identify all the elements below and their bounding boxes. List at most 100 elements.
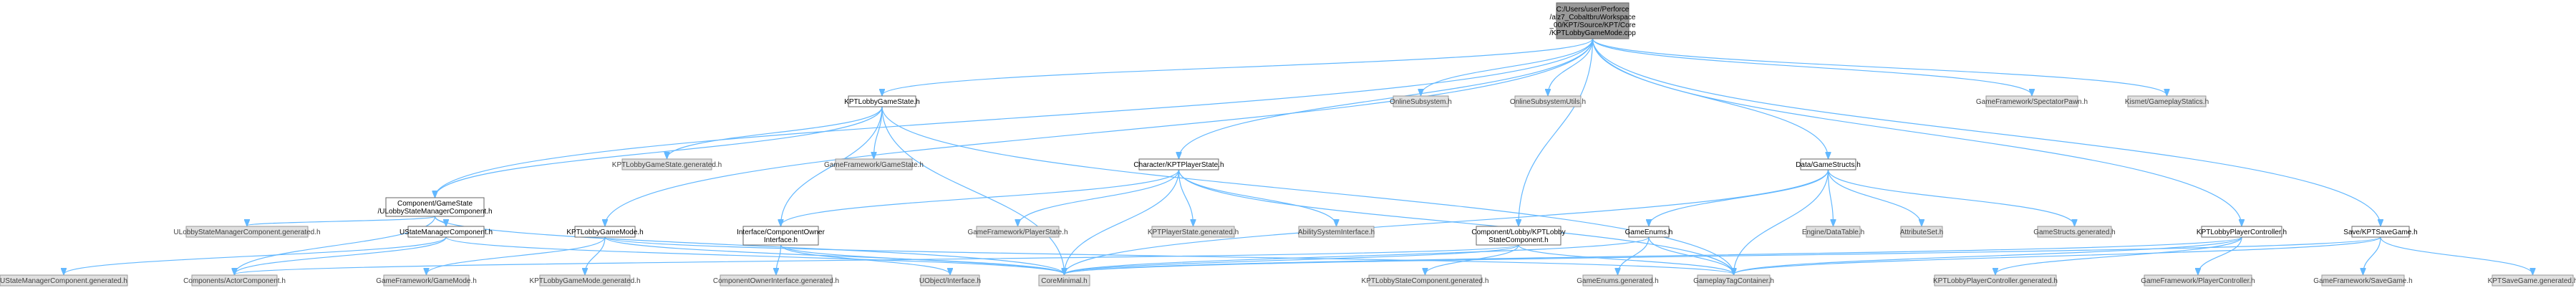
node-box <box>1393 95 1449 107</box>
node-saveGameH: GameFramework/SaveGame.h <box>2313 274 2413 287</box>
edge-saveGame-to-gameplayTagContainer <box>1734 236 2381 274</box>
edge-gameStructs-to-dataTable <box>1827 169 1834 226</box>
node-box <box>385 197 485 217</box>
node-coreMinimal: CoreMinimal.h <box>1038 274 1090 287</box>
node-label: KPTLobbyGameMode.generated.h <box>529 277 640 285</box>
node-label: GameplayTagContainer.h <box>1693 277 1774 285</box>
node-label: C:/Users/user/Perforce <box>1556 6 1630 14</box>
node-box <box>1800 158 1856 170</box>
edge-gameStructs-to-attributeSet <box>1827 169 1922 226</box>
edge-lobbyPlayerCtrl-to-playerControllerH <box>2198 236 2242 274</box>
node-saveGame[interactable]: Save/KPTSaveGame.h <box>2343 226 2418 238</box>
node-box <box>2201 226 2282 238</box>
node-lobbyGameState[interactable]: KPTLobbyGameState.h <box>844 95 920 107</box>
node-box <box>0 274 128 287</box>
node-root[interactable]: C:/Users/user/Perforce/alz7_CobaltbruWor… <box>1549 2 1636 39</box>
node-spectatorPawn: GameFramework/SpectatorPawn.h <box>1976 95 2088 107</box>
node-label: Components/ActorComponent.h <box>183 277 286 285</box>
node-label: GameStructs.generated.h <box>2033 229 2116 236</box>
node-dataTable: Engine/DataTable.h <box>1802 226 1864 238</box>
edge-uStateManager-to-coreMinimal <box>445 236 1065 274</box>
node-label: CoreMinimal.h <box>1041 277 1087 285</box>
node-lobbyPlayerCtrl[interactable]: KPTLobbyPlayerController.h <box>2197 226 2287 238</box>
node-lobbyStateComp[interactable]: Component/Lobby/KPTLobbyStateComponent.h <box>1471 226 1566 246</box>
node-label: Kismet/GameplayStatics.h <box>2125 98 2209 106</box>
node-label: Save/KPTSaveGame.h <box>2343 229 2417 236</box>
edge-gameEnums-to-gameplayTagContainer <box>1648 236 1734 274</box>
node-label: Data/GameStructs.h <box>1796 161 1861 169</box>
node-gameStructs[interactable]: Data/GameStructs.h <box>1796 158 1861 170</box>
node-label: KPTLobbyStateComponent.generated.h <box>1362 277 1489 285</box>
edge-gameStructs-to-coreMinimal <box>1065 169 1829 274</box>
edge-compOwnerIface-to-coreMinimal <box>780 244 1065 274</box>
edge-lobbyGameState-to-coreMinimal <box>881 106 1065 274</box>
edge-lobbyGameState-to-lobbyStateManager <box>435 106 883 197</box>
node-kptSaveGameGen: KPTSaveGame.generated.h <box>2488 274 2576 287</box>
edge-uStateManager-to-actorComponent <box>235 236 447 274</box>
node-abilitySysIface: AbilitySystemInterface.h <box>1298 226 1375 238</box>
node-label: ComponentOwnerInterface.generated.h <box>713 277 839 285</box>
node-lobbyGameModeGen: KPTLobbyGameMode.generated.h <box>529 274 641 287</box>
node-box <box>2127 95 2207 107</box>
node-label: OnlineSubsystemUtils.h <box>1510 98 1586 106</box>
node-box <box>1298 226 1375 238</box>
node-box <box>1514 95 1582 107</box>
node-box <box>835 158 913 170</box>
edge-lobbyGameModeH-to-coreMinimal <box>604 236 1065 274</box>
node-gameStateH: GameFramework/GameState.h <box>824 158 924 170</box>
node-box <box>976 226 1060 238</box>
node-label: Component/GameState <box>397 200 473 208</box>
edge-lobbyGameModeH-to-lobbyGameModeGen <box>585 236 606 274</box>
node-label: GameEnums.generated.h <box>1577 277 1659 285</box>
edge-root-to-lobbyStateComp <box>1519 38 1594 226</box>
node-kptPlayerState[interactable]: Character/KPTPlayerState.h <box>1133 158 1224 170</box>
node-gameEnums[interactable]: GameEnums.h <box>1625 226 1673 238</box>
edge-gameStructs-to-gameStructsGen <box>1827 169 2075 226</box>
node-label: GameFramework/GameMode.h <box>376 277 477 285</box>
node-label: GameFramework/PlayerState.h <box>967 229 1067 236</box>
edge-kptPlayerState-to-gameplayTagContainer <box>1178 169 1734 274</box>
node-label: StateComponent.h <box>1488 236 1548 244</box>
edge-lobbyStateComp-to-actorComponent <box>235 244 1519 274</box>
node-box <box>1368 274 1482 287</box>
edge-gameStructs-to-gameplayTagContainer <box>1734 169 1829 274</box>
edge-saveGame-to-kptSaveGameGen <box>2380 236 2533 274</box>
edge-lobbyPlayerCtrl-to-gameplayTagContainer <box>1734 236 2242 274</box>
node-label: Character/KPTPlayerState.h <box>1133 161 1224 169</box>
node-onlineSubsystemUtils: OnlineSubsystemUtils.h <box>1510 95 1586 107</box>
node-box <box>1806 226 1861 238</box>
node-box <box>2321 274 2405 287</box>
edge-lobbyGameState-to-lobbyGameStateGen <box>667 106 883 158</box>
node-layer: C:/Users/user/Perforce/alz7_CobaltbruWor… <box>0 2 2576 287</box>
node-lobbyStateMgrGen: ULobbyStateManagerComponent.generated.h <box>173 226 321 238</box>
node-attributeSet: AttributeSet.h <box>1900 226 1943 238</box>
node-box <box>2492 274 2574 287</box>
edge-lobbyGameModeH-to-gameModeH <box>427 236 606 274</box>
node-gameStructsGen: GameStructs.generated.h <box>2033 226 2116 238</box>
node-label: GameFramework/SaveGame.h <box>2313 277 2412 285</box>
node-label: UObject/Interface.h <box>919 277 981 285</box>
edge-root-to-saveGame <box>1592 38 2381 226</box>
node-compOwnerIfaceGen: ComponentOwnerInterface.generated.h <box>713 274 839 287</box>
node-box <box>185 226 309 238</box>
node-box <box>1138 158 1219 170</box>
node-box <box>2037 226 2112 238</box>
edge-root-to-kptPlayerState <box>1179 38 1594 158</box>
node-box <box>191 274 278 287</box>
edge-saveGame-to-saveGameH <box>2363 236 2381 274</box>
edge-layer <box>64 38 2533 274</box>
edge-root-to-lobbyGameState <box>882 38 1594 95</box>
node-uStateManager[interactable]: UStateManagerComponent.h <box>400 226 493 238</box>
node-box <box>1934 274 2057 287</box>
edge-lobbyStateManager-to-actorComponent <box>235 216 436 274</box>
node-box <box>1697 274 1771 287</box>
node-compOwnerIface[interactable]: Interface/ComponentOwnerInterface.h <box>737 226 825 246</box>
node-lobbyStateManager[interactable]: Component/GameState/ULobbyStateManagerCo… <box>377 197 493 217</box>
node-lobbyGameModeH[interactable]: KPTLobbyGameMode.h <box>566 226 644 238</box>
edge-kptPlayerState-to-compOwnerIface <box>781 169 1180 226</box>
node-kismetStatics: Kismet/GameplayStatics.h <box>2125 95 2209 107</box>
node-box <box>574 226 636 238</box>
edge-lobbyStateManager-to-lobbyStateMgrGen <box>247 216 436 226</box>
edge-lobbyGameState-to-gameplayTagContainer <box>881 106 1734 274</box>
